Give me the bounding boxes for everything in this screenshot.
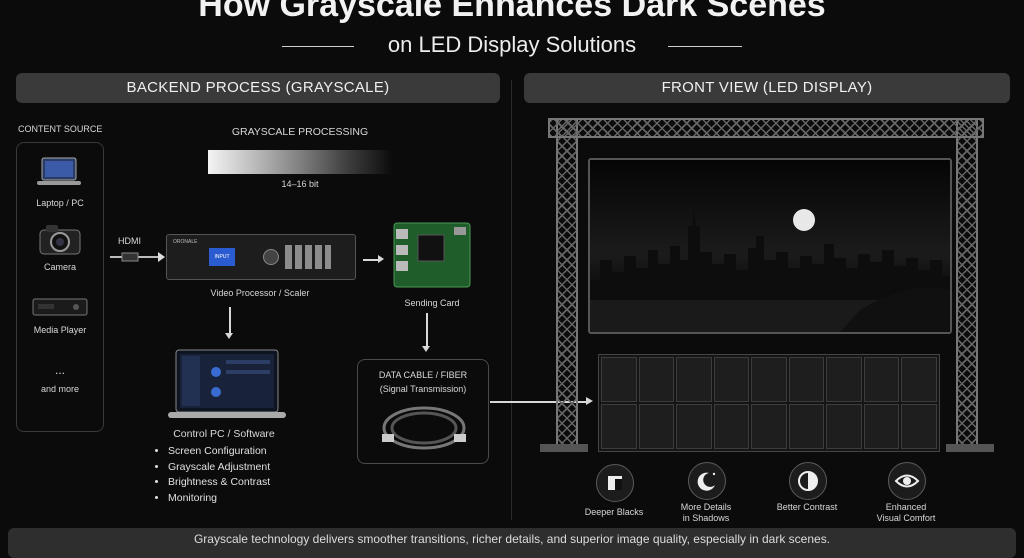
list-item: Grayscale Adjustment [168, 460, 296, 476]
source-label-camera: Camera [43, 262, 76, 272]
led-cabinet [638, 357, 675, 402]
night-city-image [590, 208, 950, 332]
grayscale-processing-label: GRAYSCALE PROCESSING [231, 126, 369, 138]
led-screen [588, 158, 952, 334]
bit-depth-label: 14–16 bit [281, 179, 319, 189]
content-source-box [16, 142, 104, 432]
hdmi-label: HDMI [118, 236, 141, 246]
truss-top-beam [548, 118, 984, 138]
moon-stars-icon [688, 462, 726, 500]
video-processor-label: Video Processor / Scaler [210, 288, 310, 298]
feature-more-details-line2: in Shadows [682, 513, 730, 523]
led-cabinet [676, 357, 712, 402]
knob-icon [263, 249, 279, 265]
cable-sublabel: (Signal Transmission) [379, 384, 467, 394]
sending-card-icon [392, 219, 472, 291]
feature-enhanced-line1: Enhanced [885, 502, 927, 512]
arrow-to-control-pc [229, 307, 231, 333]
control-pc-label: Control PC / Software [173, 428, 275, 440]
panel-divider [511, 80, 512, 520]
led-cabinet [713, 357, 750, 402]
media-player-icon [32, 297, 88, 319]
camera-icon [38, 222, 82, 256]
video-processor-brand: ORONALE [173, 239, 198, 245]
backend-panel-heading: BACKEND PROCESS (GRAYSCALE) [16, 73, 500, 103]
list-item: Screen Configuration [168, 444, 296, 460]
arrow-down-icon [225, 333, 233, 339]
led-cabinet [751, 404, 787, 449]
truss-right-tower [956, 118, 978, 452]
source-label-media-player: Media Player [33, 325, 87, 335]
control-pc-feature-list: Screen Configuration Grayscale Adjustmen… [156, 444, 296, 506]
laptop-icon [36, 156, 82, 188]
source-label-laptop: Laptop / PC [36, 198, 84, 208]
source-label-more: and more [40, 384, 80, 394]
led-cabinet [676, 404, 712, 449]
led-cabinet [788, 404, 825, 449]
front-panel-heading: FRONT VIEW (LED DISPLAY) [524, 73, 1010, 103]
truss-right-base [946, 444, 994, 452]
eye-icon [888, 462, 926, 500]
truss-left-tower [556, 118, 578, 452]
control-pc-laptop-icon [166, 348, 288, 420]
feature-more-details-line1: More Details [680, 502, 732, 512]
cable-label: DATA CABLE / FIBER [378, 370, 468, 380]
grayscale-gradient-bar [208, 150, 392, 174]
feature-enhanced-line2: Visual Comfort [876, 513, 936, 523]
led-cabinet [863, 357, 900, 402]
led-cabinet [638, 404, 675, 449]
led-cabinet-wall [598, 354, 940, 452]
arrow-down-icon [422, 346, 430, 352]
page-subtitle: on LED Display Solutions [387, 32, 637, 57]
feature-deeper-blacks: Deeper Blacks [584, 507, 644, 517]
arrow-to-sending-card [363, 259, 379, 261]
cable-coil-icon [372, 400, 476, 456]
square-split-icon [596, 464, 634, 502]
led-cabinet [751, 357, 787, 402]
feature-better-contrast: Better Contrast [776, 502, 838, 512]
led-cabinet [826, 404, 862, 449]
sending-card-label: Sending Card [404, 298, 460, 308]
contrast-icon [789, 462, 827, 500]
list-item: Monitoring [168, 491, 296, 507]
hdmi-cable-icon [108, 248, 166, 266]
arrow-to-display [490, 401, 588, 403]
content-source-label: CONTENT SOURCE [18, 124, 103, 134]
arrow-to-cable [426, 313, 428, 347]
led-cabinet [826, 357, 862, 402]
list-item: Brightness & Contrast [168, 475, 296, 491]
subtitle-rule-right [668, 46, 742, 47]
led-cabinet [713, 404, 750, 449]
data-cable-box: DATA CABLE / FIBER (Signal Transmission) [357, 359, 489, 464]
led-cabinet [901, 357, 937, 402]
led-cabinet [601, 357, 637, 402]
led-cabinet [901, 404, 937, 449]
subtitle-rule-left [282, 46, 354, 47]
video-processor-screen: INPUT [209, 248, 235, 266]
arrow-head-icon [586, 397, 593, 405]
led-cabinet [601, 404, 637, 449]
video-processor-device: ORONALE INPUT [166, 234, 356, 280]
truss-left-base [540, 444, 588, 452]
keypad-icon [285, 245, 331, 269]
arrow-head-icon [378, 255, 384, 263]
page-title: How Grayscale Enhances Dark Scenes [198, 0, 826, 24]
source-label-ellipsis: ... [54, 363, 65, 377]
led-cabinet [863, 404, 900, 449]
led-cabinet [788, 357, 825, 402]
footer-banner: Grayscale technology delivers smoother t… [8, 528, 1016, 558]
